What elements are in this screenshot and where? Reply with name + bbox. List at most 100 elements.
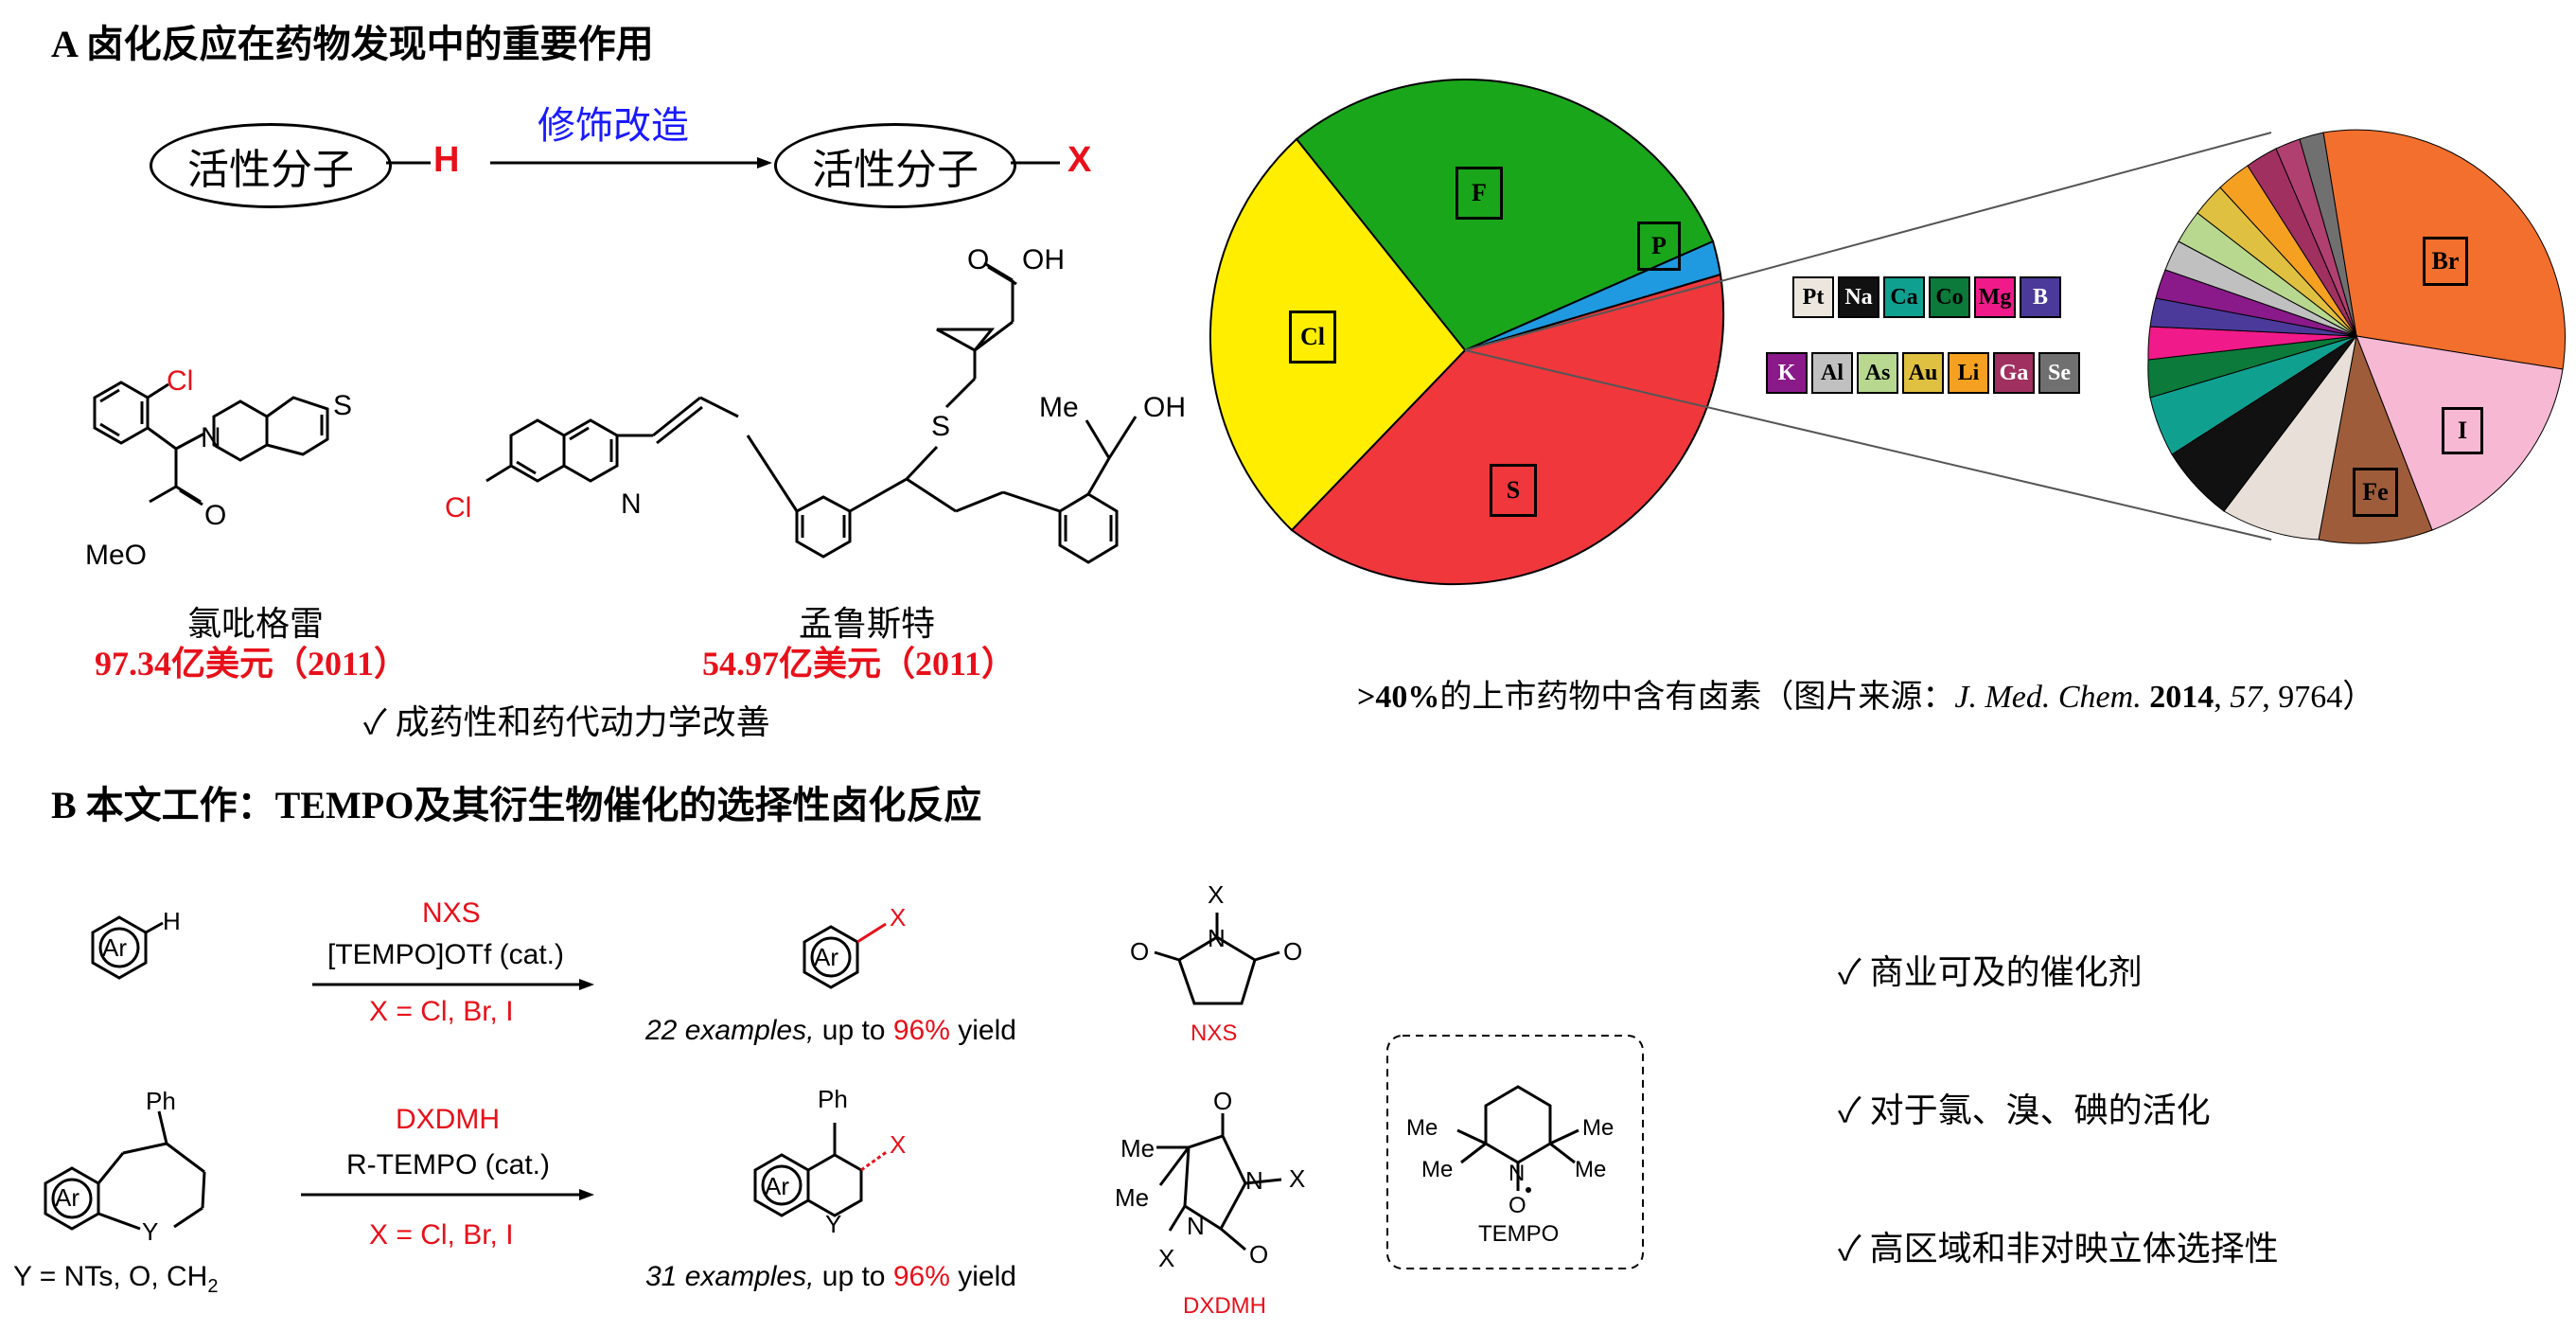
small-pie-label-i-text: I <box>2457 417 2468 444</box>
pie-label-s-text: S <box>1506 476 1521 504</box>
pie-caption-year: 2014 <box>2149 680 2214 715</box>
pt-cell-se-text: Se <box>2048 360 2071 385</box>
rxn2-sm-y: Y <box>142 1217 159 1246</box>
pt-cell-li: Li <box>1948 352 1989 394</box>
clopidogrel-sales: 97.34亿美元（2011） <box>95 645 409 683</box>
main-pie <box>1209 78 1725 586</box>
dxdmh-x1: X <box>1289 1164 1306 1193</box>
pt-cell-mg-text: Mg <box>1978 284 2012 310</box>
check-druglike: ✓ 成药性和药代动力学改善 <box>363 703 770 741</box>
rxn2-result-yield: 96% <box>892 1261 950 1292</box>
pie-caption-prefix: >40% <box>1357 680 1440 715</box>
rxn2-reagent: DXDMH <box>396 1104 500 1135</box>
rxn1-sm-ar: Ar <box>102 933 127 962</box>
montelukast-structure <box>485 261 1138 564</box>
rxn1-reagent: NXS <box>422 897 481 929</box>
nxs-o2: O <box>1283 937 1303 966</box>
small-pie-label-fe-text: Fe <box>2362 478 2389 506</box>
montelukast-sales: 54.97亿美元（2011） <box>702 645 1016 683</box>
rxn2-y-def-sub: 2 <box>207 1276 219 1297</box>
pt-cell-na-text: Na <box>1844 284 1873 310</box>
nxs-structure <box>1154 913 1280 1005</box>
montelukast-s: S <box>931 411 951 442</box>
rxn1-result-count: 22 examples, <box>645 1015 815 1046</box>
dxdmh-me1: Me <box>1120 1134 1156 1162</box>
small-pie-label-i: I <box>2442 407 2483 454</box>
tempo-name: TEMPO <box>1478 1221 1560 1247</box>
rxn1-product-x: X <box>890 903 907 932</box>
pt-cell-b-text: B <box>2032 284 2048 310</box>
pt-cell-na: Na <box>1838 276 1879 318</box>
pt-cell-se: Se <box>2038 352 2080 394</box>
small-pie-label-br-text: Br <box>2431 247 2460 275</box>
rxn2-result-mid: up to <box>814 1261 893 1292</box>
montelukast-n: N <box>621 488 642 520</box>
montelukast-cl: Cl <box>445 492 472 524</box>
rxn2-sm-ar: Ar <box>55 1183 79 1212</box>
pie-caption: >40%的上市药物中含有卤素（图片来源：J. Med. Chem. 2014, … <box>1357 670 2374 717</box>
pt-cell-co: Co <box>1929 276 1970 318</box>
rxn2-sm-ph: Ph <box>146 1087 176 1115</box>
section-b-title: B 本文工作：TEMPO及其衍生物催化的选择性卤化反应 <box>51 784 982 826</box>
nxs-x: X <box>1208 880 1225 909</box>
dxdmh-me2: Me <box>1115 1183 1150 1212</box>
rxn2-y-definition: Y = NTs, O, CH2 <box>13 1261 218 1298</box>
montelukast-o: O <box>967 244 990 275</box>
pie-label-f-text: F <box>1472 179 1487 206</box>
pie-label-cl: Cl <box>1289 311 1336 364</box>
rxn1-sm-h: H <box>163 907 181 935</box>
pt-cell-ca: Ca <box>1883 276 1925 318</box>
small-pie-label-br: Br <box>2423 237 2468 286</box>
substituent-x: X <box>1067 140 1092 180</box>
rxn1-result-end: yield <box>949 1015 1016 1046</box>
pt-cell-ga-text: Ga <box>1999 360 2029 385</box>
clopidogrel-meo: MeO <box>85 540 148 571</box>
pt-cell-k-text: K <box>1777 360 1796 385</box>
pie-caption-journal: J. Med. Chem. <box>1954 680 2142 715</box>
clopidogrel-structure <box>93 381 329 506</box>
tempo-radical-dot <box>1526 1187 1531 1193</box>
pie-label-p: P <box>1637 222 1681 271</box>
montelukast-oh2: OH <box>1143 392 1186 423</box>
pie-label-p-text: P <box>1651 232 1667 259</box>
tempo-structure <box>1456 1085 1579 1191</box>
substituent-h: H <box>433 140 460 180</box>
pie-caption-volume: 57 <box>2230 680 2263 715</box>
nxs-name: NXS <box>1191 1020 1238 1046</box>
tempo-me1: Me <box>1406 1115 1438 1141</box>
tempo-n: N <box>1509 1161 1526 1186</box>
active-molecule-right: 活性分子 <box>774 123 1016 208</box>
pt-cell-li-text: Li <box>1957 360 1980 385</box>
tempo-box <box>1386 1035 1644 1269</box>
rxn2-result: 31 examples, up to 96% yield <box>645 1261 1016 1293</box>
pt-cell-al-text: Al <box>1821 360 1844 385</box>
dxdmh-o1: O <box>1213 1087 1233 1115</box>
dxdmh-o2: O <box>1249 1240 1269 1269</box>
rxn1-product-ar: Ar <box>814 943 838 971</box>
clopidogrel-cl: Cl <box>167 365 194 397</box>
rxn1-product-ring <box>803 925 859 989</box>
pie-caption-comma: , <box>2214 680 2231 715</box>
nxs-n: N <box>1208 924 1226 952</box>
dxdmh-n1: N <box>1245 1166 1263 1195</box>
rxn2-sm-ring <box>44 1110 206 1231</box>
dxdmh-x2: X <box>1158 1244 1175 1272</box>
rxn1-catalyst: [TEMPO]OTf (cat.) <box>327 939 565 970</box>
pt-cell-ga: Ga <box>1993 352 2035 394</box>
pt-cell-al: Al <box>1811 352 1853 394</box>
pt-cell-as-text: As <box>1864 360 1891 385</box>
clopidogrel-name: 氯吡格雷 <box>187 605 325 643</box>
pt-cell-au-text: Au <box>1908 360 1938 385</box>
active-molecule-left: 活性分子 <box>150 123 392 208</box>
pie-label-cl-text: Cl <box>1300 323 1325 350</box>
check-selectivity: ✓ 高区域和非对映立体选择性 <box>1838 1230 2279 1268</box>
tempo-me3: Me <box>1582 1115 1614 1141</box>
clopidogrel-n: N <box>201 422 221 453</box>
rxn1-result-yield: 96% <box>892 1015 950 1046</box>
pt-cell-as: As <box>1857 352 1898 394</box>
rxn2-product-ring <box>753 1123 863 1217</box>
active-molecule-right-label: 活性分子 <box>812 146 979 194</box>
pt-cell-au: Au <box>1902 352 1944 394</box>
pie-label-f: F <box>1456 167 1503 220</box>
